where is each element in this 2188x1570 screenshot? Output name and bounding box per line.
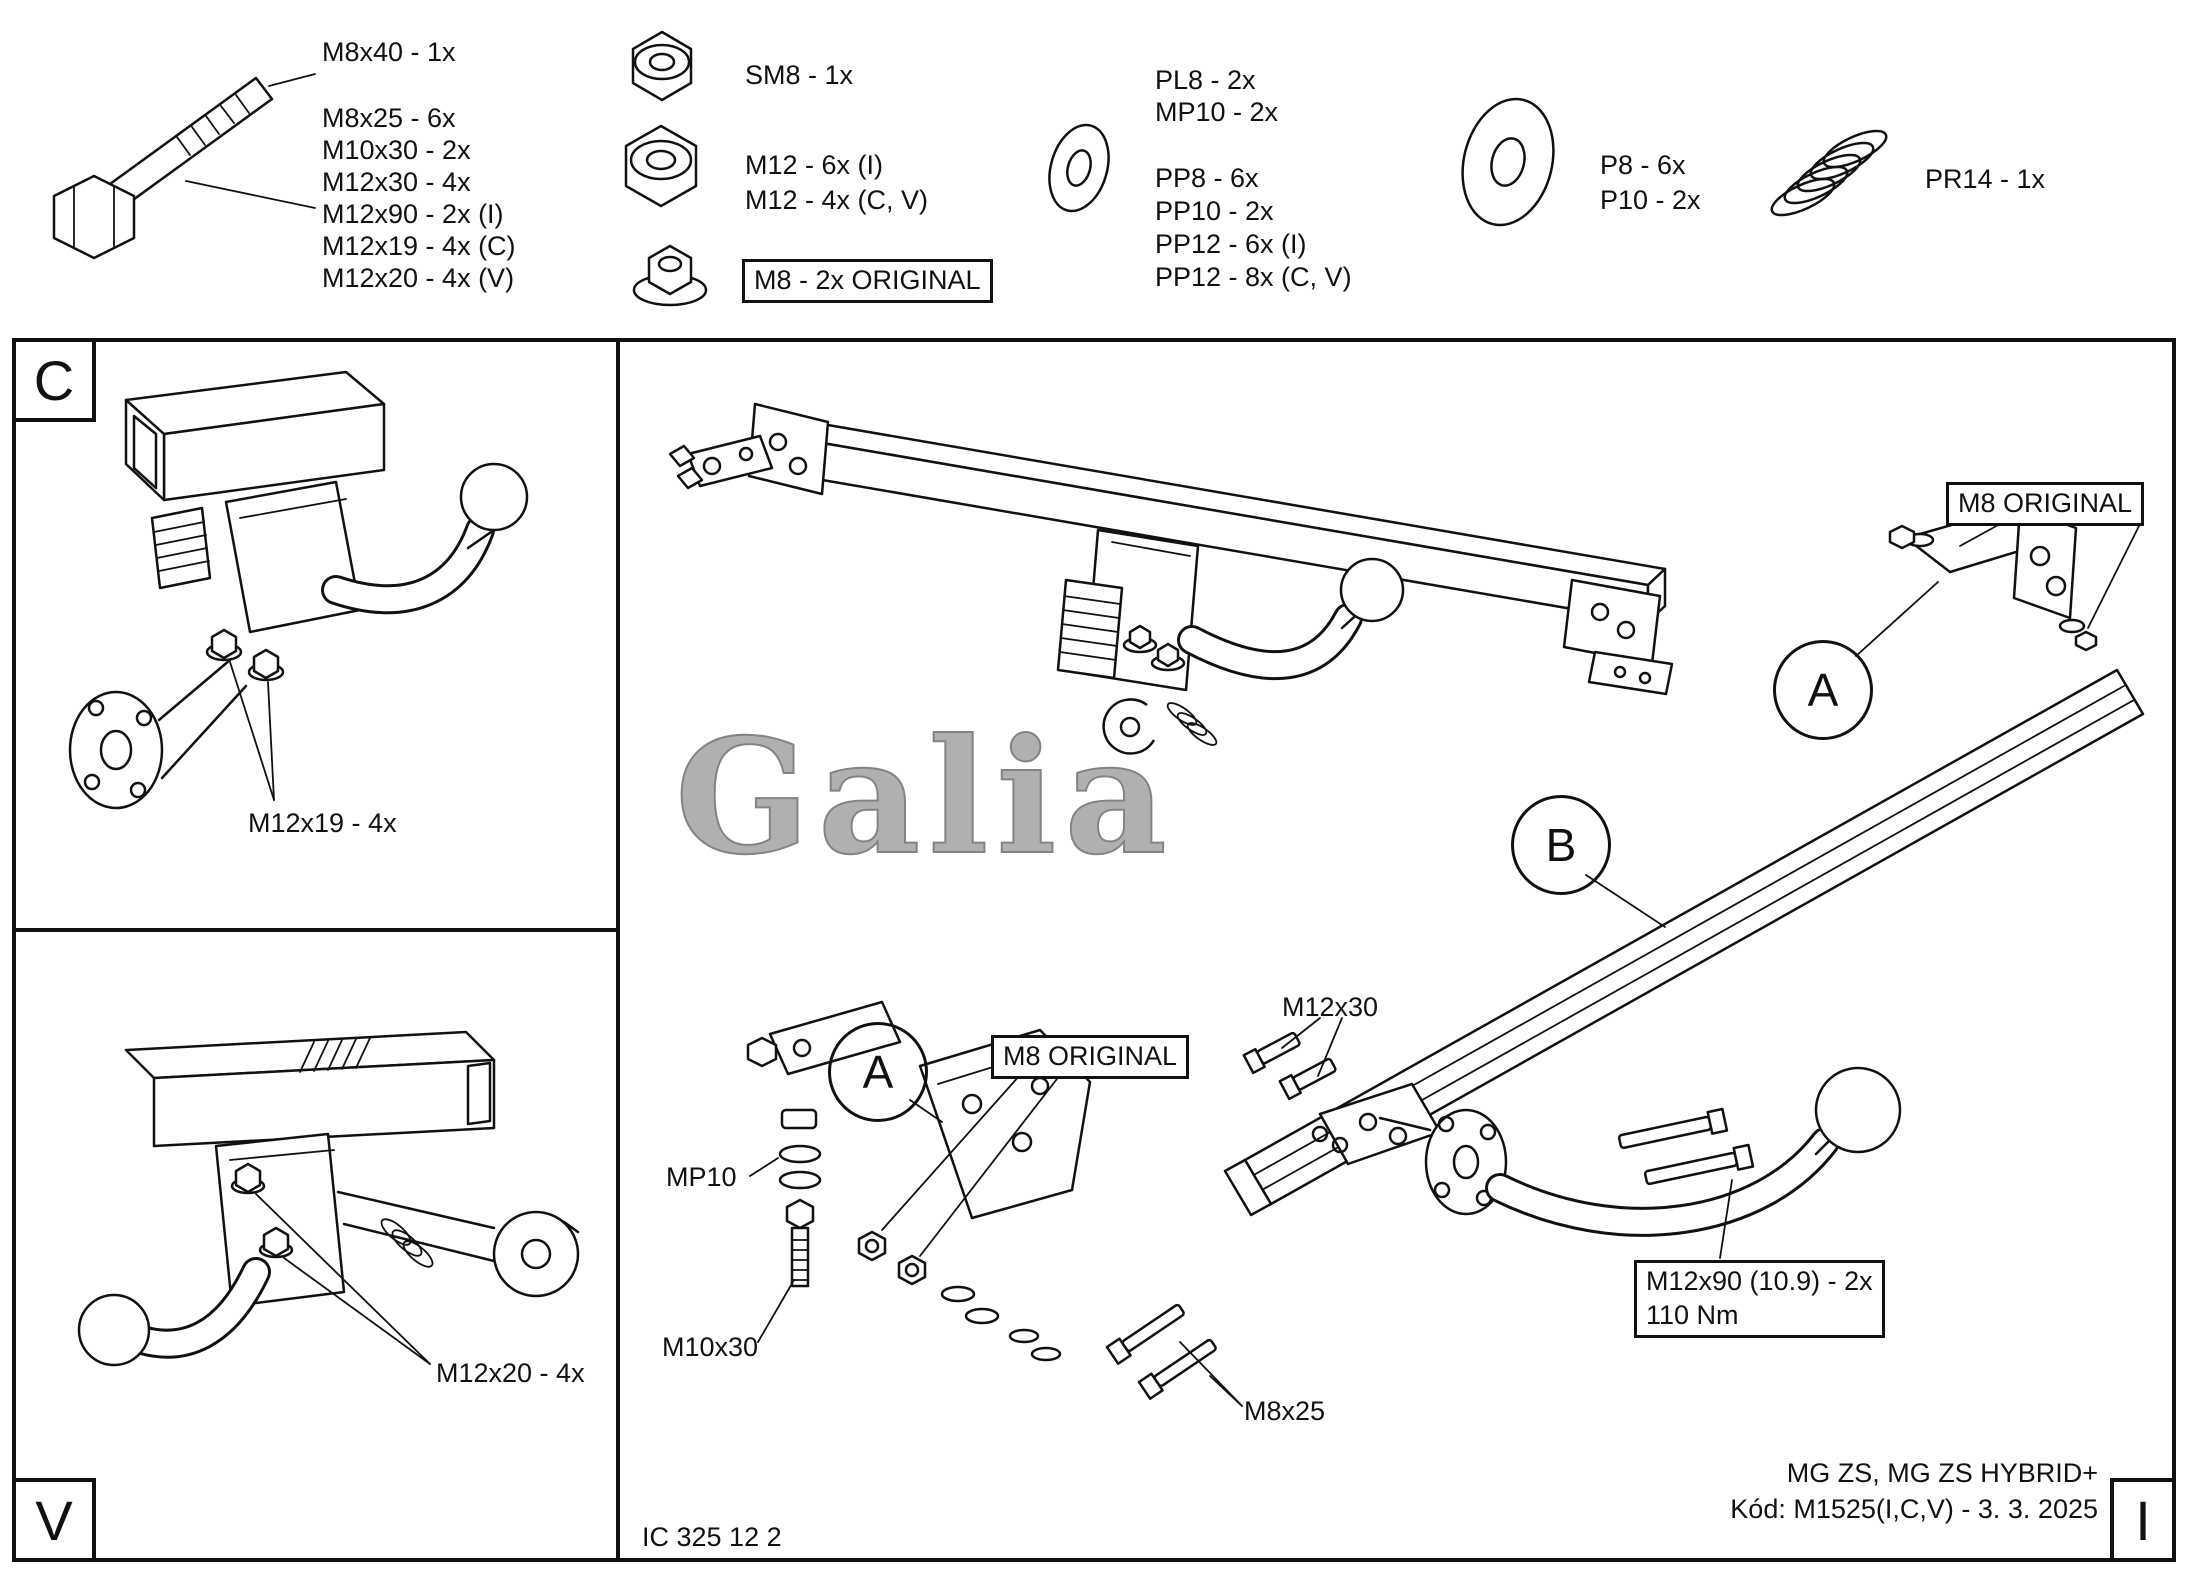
point-b: B	[1511, 795, 1611, 895]
bolt-label-m8x40: M8x40 - 1x	[322, 37, 456, 67]
washer-label-p8: P8 - 6x	[1600, 150, 1686, 180]
doc-code: IC 325 12 2	[642, 1522, 782, 1552]
bolt-label: M12x30 - 4x	[322, 167, 471, 197]
bolt-label: M8x25 - 6x	[322, 103, 456, 133]
towball-assembly	[1378, 1066, 1902, 1237]
spring-icon	[1770, 129, 1888, 217]
bolt-label: M10x30 - 2x	[322, 135, 471, 165]
washer-label-pl8: PL8 - 2x	[1155, 65, 1256, 95]
point-letter: A	[862, 1046, 894, 1098]
assembly-drawing: Galia	[668, 402, 2145, 1407]
washer-label-pp10: PP10 - 2x	[1155, 196, 1274, 226]
section-letter: V	[35, 1488, 73, 1552]
bolt-label: M12x19 - 4x (C)	[322, 231, 516, 261]
product-code-date: Kód: M1525(I,C,V) - 3. 3. 2025	[1730, 1493, 2098, 1524]
nut-label-m12-cv: M12 - 4x (C, V)	[745, 185, 929, 215]
callout-m12x30: M12x30	[1282, 992, 1379, 1022]
vehicle-model: MG ZS, MG ZS HYBRID+	[1786, 1458, 2098, 1488]
crossmember-b	[1223, 668, 2145, 1217]
spring-label-pr14: PR14 - 1x	[1925, 164, 2046, 194]
locknut-sm8-icon	[631, 30, 693, 102]
bolt-icon	[52, 73, 316, 260]
section-label-v: V	[16, 1478, 96, 1558]
flange-nut-icon	[632, 244, 708, 307]
torque-line-2: 110 Nm	[1646, 1299, 1739, 1330]
callout-torque: M12x90 (10.9) - 2x 110 Nm	[1634, 1260, 1885, 1338]
callout-m8-original-left: M8 ORIGINAL	[991, 1035, 1190, 1079]
washer-label-pp8: PP8 - 6x	[1155, 163, 1259, 193]
section-letter: I	[2135, 1488, 2151, 1552]
footer-vehicle-info: MG ZS, MG ZS HYBRID+ Kód: M1525(I,C,V) -…	[1730, 1456, 2098, 1528]
section-label-i: I	[2110, 1478, 2172, 1558]
washer-icon	[1048, 123, 1110, 213]
bolt-label: M12x20 - 4x (V)	[322, 263, 515, 293]
callout-m8x25: M8x25	[1244, 1396, 1326, 1426]
bracket-assembly-left	[746, 1000, 1217, 1400]
callout-m10x30: M10x30	[662, 1332, 759, 1362]
bolt-label-group: M8x25 - 6x M10x30 - 2x M12x30 - 4x M12x9…	[322, 102, 516, 294]
nut-label-m8-original: M8 - 2x ORIGINAL	[742, 259, 993, 303]
detail-c-drawing	[68, 370, 529, 810]
washer-label-pp12-i: PP12 - 6x (I)	[1155, 229, 1307, 259]
drawing-frame: C V I	[12, 338, 2176, 1562]
nut-label-m12-i: M12 - 6x (I)	[745, 150, 884, 180]
locknut-m12-icon	[624, 124, 698, 208]
washer-label-pp12-cv: PP12 - 8x (C, V)	[1155, 262, 1352, 292]
section-letter: C	[33, 348, 75, 412]
horizontal-divider	[16, 928, 616, 932]
m12x30-bolts	[1242, 1031, 1337, 1101]
torque-line-1: M12x90 (10.9) - 2x	[1646, 1266, 1873, 1296]
detail-v-callout: M12x20 - 4x	[436, 1358, 585, 1388]
detail-c-callout: M12x19 - 4x	[248, 808, 397, 838]
point-letter: B	[1545, 819, 1577, 871]
leader-lines	[749, 523, 2141, 1407]
callout-m8-original-right: M8 ORIGINAL	[1946, 482, 2145, 526]
point-a-bottom: A	[828, 1022, 928, 1122]
washer-label-mp10: MP10 - 2x	[1155, 97, 1279, 127]
bolt-label: M12x90 - 2x (I)	[322, 199, 504, 229]
nut-label-sm8: SM8 - 1x	[745, 60, 854, 90]
detail-v-drawing	[77, 1030, 580, 1367]
watermark-text: Galia	[675, 705, 1175, 890]
point-a-top: A	[1773, 640, 1873, 740]
large-washer-icon	[1461, 97, 1555, 227]
point-letter: A	[1807, 664, 1839, 716]
crossbar-assembly	[668, 402, 1674, 755]
section-label-c: C	[16, 342, 96, 422]
callout-mp10: MP10	[666, 1162, 737, 1192]
washer-label-p10: P10 - 2x	[1600, 185, 1701, 215]
vertical-divider	[616, 342, 620, 1558]
